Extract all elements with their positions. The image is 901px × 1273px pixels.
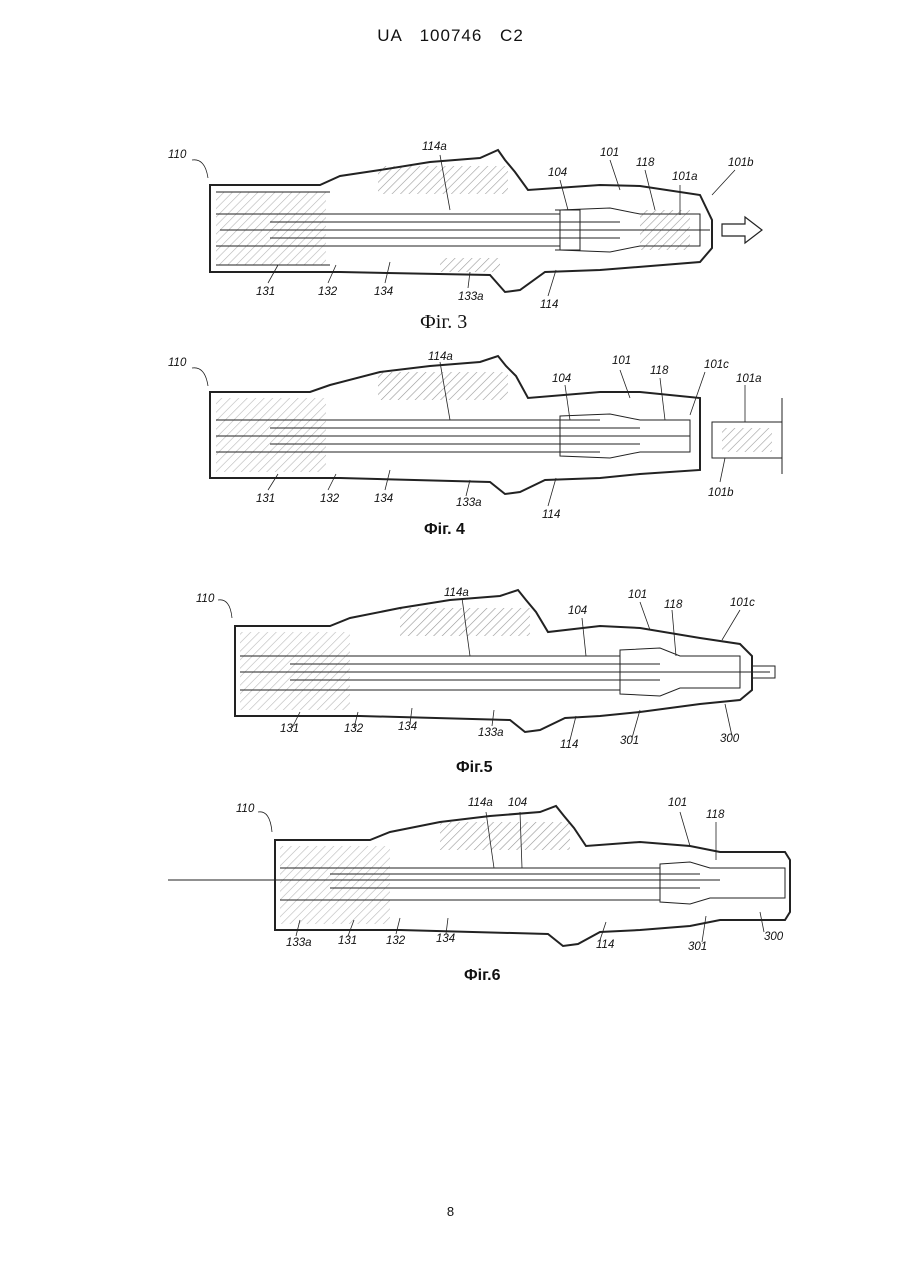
ref-label: 101 <box>612 355 631 367</box>
figure-6: 110 114a 104 101 118 133a 131 132 134 11… <box>0 790 901 985</box>
ref-label: 104 <box>568 605 587 617</box>
ref-label: 114 <box>560 739 578 751</box>
page-number: 8 <box>0 1204 901 1219</box>
ref-label: 110 <box>196 593 215 605</box>
ref-label: 132 <box>344 723 364 735</box>
ref-label: 110 <box>236 803 255 815</box>
ref-label: 133a <box>478 727 504 739</box>
ref-label: 101c <box>704 359 729 371</box>
figure-3: 110 114a 101 118 104 101a 101b 131 132 1… <box>0 130 901 330</box>
ref-label: 114 <box>540 299 558 311</box>
ref-label: 101b <box>728 157 754 169</box>
figure-caption: Фіг. 4 <box>424 521 465 538</box>
ref-label: 114 <box>596 939 614 951</box>
arrow-icon <box>722 217 762 243</box>
ref-label: 101a <box>736 373 762 385</box>
ref-label: 114a <box>428 351 453 363</box>
ref-label: 101 <box>628 589 647 601</box>
ref-label: 300 <box>720 733 740 745</box>
ref-label: 114a <box>468 797 493 809</box>
ref-label: 104 <box>552 373 571 385</box>
ref-label: 104 <box>548 167 567 179</box>
ref-label: 118 <box>706 809 725 821</box>
ref-label: 133a <box>458 291 484 303</box>
ref-label: 134 <box>398 721 417 733</box>
ref-label: 131 <box>256 286 275 298</box>
figure-caption: Фіг. 3 <box>420 311 467 333</box>
ref-label: 114a <box>422 141 447 153</box>
device-drawing <box>210 150 712 292</box>
ref-label: 133a <box>456 497 482 509</box>
figure-caption: Фіг.5 <box>456 759 493 776</box>
ref-label: 134 <box>374 493 393 505</box>
ref-label: 133a <box>286 937 312 949</box>
ref-label: 131 <box>338 935 357 947</box>
ref-label: 110 <box>168 357 187 369</box>
figure-4: 110 114a 101 118 104 101c 101a 131 132 1… <box>0 345 901 540</box>
ref-label: 131 <box>280 723 299 735</box>
ref-label: 132 <box>386 935 406 947</box>
ref-label: 101 <box>668 797 687 809</box>
device-drawing <box>168 806 790 946</box>
ref-label: 118 <box>664 599 683 611</box>
ref-label: 131 <box>256 493 275 505</box>
document-header: UA 100746 C2 <box>0 26 901 46</box>
ref-label: 114a <box>444 587 469 599</box>
ref-label: 132 <box>318 286 338 298</box>
ref-label: 101a <box>672 171 698 183</box>
ref-label: 118 <box>636 157 655 169</box>
ref-label: 110 <box>168 149 187 161</box>
ref-label: 101b <box>708 487 734 499</box>
ref-label: 301 <box>688 941 707 953</box>
ref-label: 134 <box>436 933 455 945</box>
figure-5: 110 114a 104 101 118 101c 131 132 134 13… <box>0 580 901 780</box>
ref-label: 134 <box>374 286 393 298</box>
ref-label: 101 <box>600 147 619 159</box>
ref-label: 104 <box>508 797 527 809</box>
figure-caption: Фіг.6 <box>464 967 501 984</box>
ref-label: 132 <box>320 493 340 505</box>
ref-label: 114 <box>542 509 560 521</box>
ref-label: 101c <box>730 597 755 609</box>
ref-label: 118 <box>650 365 669 377</box>
ref-label: 301 <box>620 735 639 747</box>
device-drawing <box>235 590 775 732</box>
device-drawing <box>210 356 782 494</box>
ref-label: 300 <box>764 931 784 943</box>
